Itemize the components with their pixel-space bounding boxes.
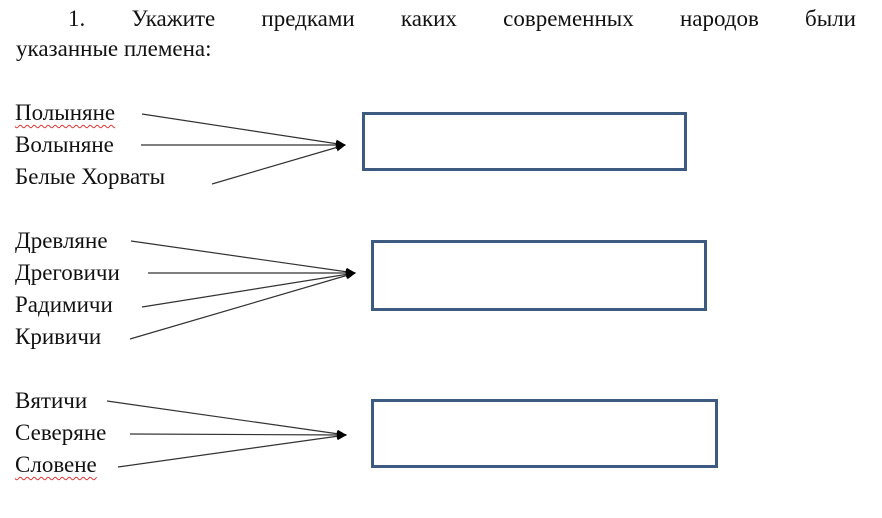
arrow-line (129, 430, 347, 439)
arrow-line (129, 271, 356, 340)
tribe-label: Белые Хорваты (15, 164, 166, 189)
answer-box-2[interactable] (371, 240, 707, 311)
question-line-2: указанные племена: (16, 36, 212, 61)
answer-box-3[interactable] (371, 399, 718, 468)
tribe-label: Дреговичи (15, 260, 120, 285)
tribe-label: Вятичи (15, 388, 88, 413)
question-text: 1. Укажите предками каких современных на… (16, 4, 856, 64)
arrow-line (211, 143, 346, 185)
question-line-1: 1. Укажите предками каких современных на… (68, 6, 856, 31)
arrow-line (141, 113, 346, 148)
tribe-label: Радимичи (15, 292, 113, 317)
tribe-label: Полыняне (15, 100, 116, 125)
tribe-label: Словене (15, 452, 97, 477)
tribe-label: Древляне (15, 228, 108, 253)
tribe-label: Кривичи (15, 324, 102, 349)
arrow-line (106, 400, 347, 438)
tribe-label: Волыняне (15, 132, 114, 157)
answer-box-1[interactable] (362, 112, 687, 171)
arrow-line (130, 240, 356, 276)
arrow-line (117, 432, 347, 468)
tribe-label: Северяне (15, 420, 107, 445)
arrow-line (141, 270, 356, 308)
